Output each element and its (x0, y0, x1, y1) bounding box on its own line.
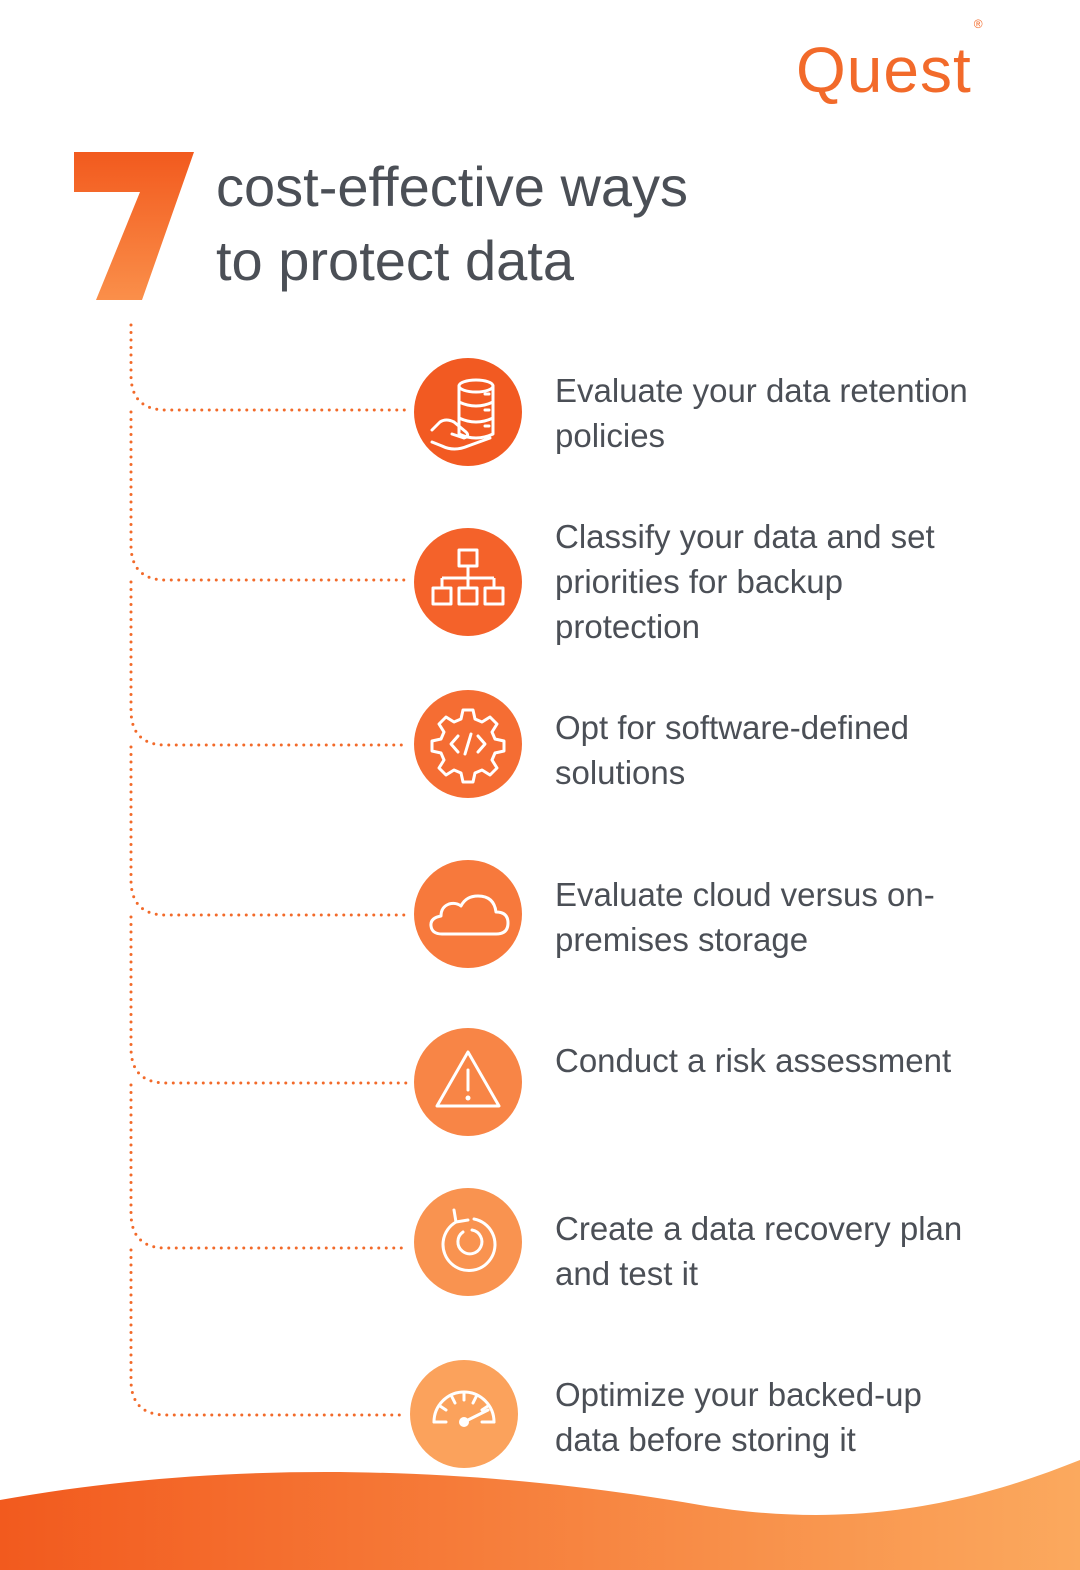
step-6-text: Create a data recovery plan and test it (555, 1210, 963, 1292)
hierarchy-icon (414, 528, 522, 636)
gear-code-icon (414, 690, 522, 798)
step-1-text: Evaluate your data retention policies (555, 372, 968, 454)
step-5-icon-circle (414, 1028, 522, 1136)
page-title: cost-effective ways to protect data (216, 150, 776, 298)
warning-icon (414, 1028, 522, 1136)
step-3-icon-circle (414, 690, 522, 798)
step-2-icon-circle (414, 528, 522, 636)
step-6-icon-circle (414, 1188, 522, 1296)
connector-4 (129, 745, 410, 917)
step-3-text: Opt for software-defined solutions (555, 709, 910, 791)
cloud-icon (414, 860, 522, 968)
connector-3 (129, 580, 410, 747)
connector-6 (129, 1083, 410, 1250)
registered-mark: ® (973, 16, 984, 31)
step-1-icon-circle (414, 358, 522, 466)
database-hand-icon (414, 358, 522, 466)
speedometer-icon (410, 1360, 518, 1468)
bottom-wave-decoration (0, 1460, 1080, 1570)
connector-1 (129, 323, 410, 412)
title-line-1: cost-effective ways (216, 155, 689, 218)
recovery-icon (414, 1188, 522, 1296)
step-5-text: Conduct a risk assessment (555, 1042, 952, 1079)
step-7-text: Optimize your backed-up data before stor… (555, 1376, 922, 1458)
step-4-text: Evaluate cloud versus on-premises storag… (555, 876, 935, 958)
step-2-text: Classify your data and set priorities fo… (555, 518, 935, 645)
quest-logo: Quest® (796, 18, 984, 102)
step-7-icon-circle (410, 1360, 518, 1468)
connector-5 (129, 915, 410, 1085)
title-line-2: to protect data (216, 229, 575, 292)
step-4-icon-circle (414, 860, 522, 968)
logo-text: Quest (796, 34, 972, 106)
connector-2 (129, 410, 410, 582)
connector-7 (129, 1248, 406, 1417)
big-number-seven: 7 (74, 152, 194, 300)
